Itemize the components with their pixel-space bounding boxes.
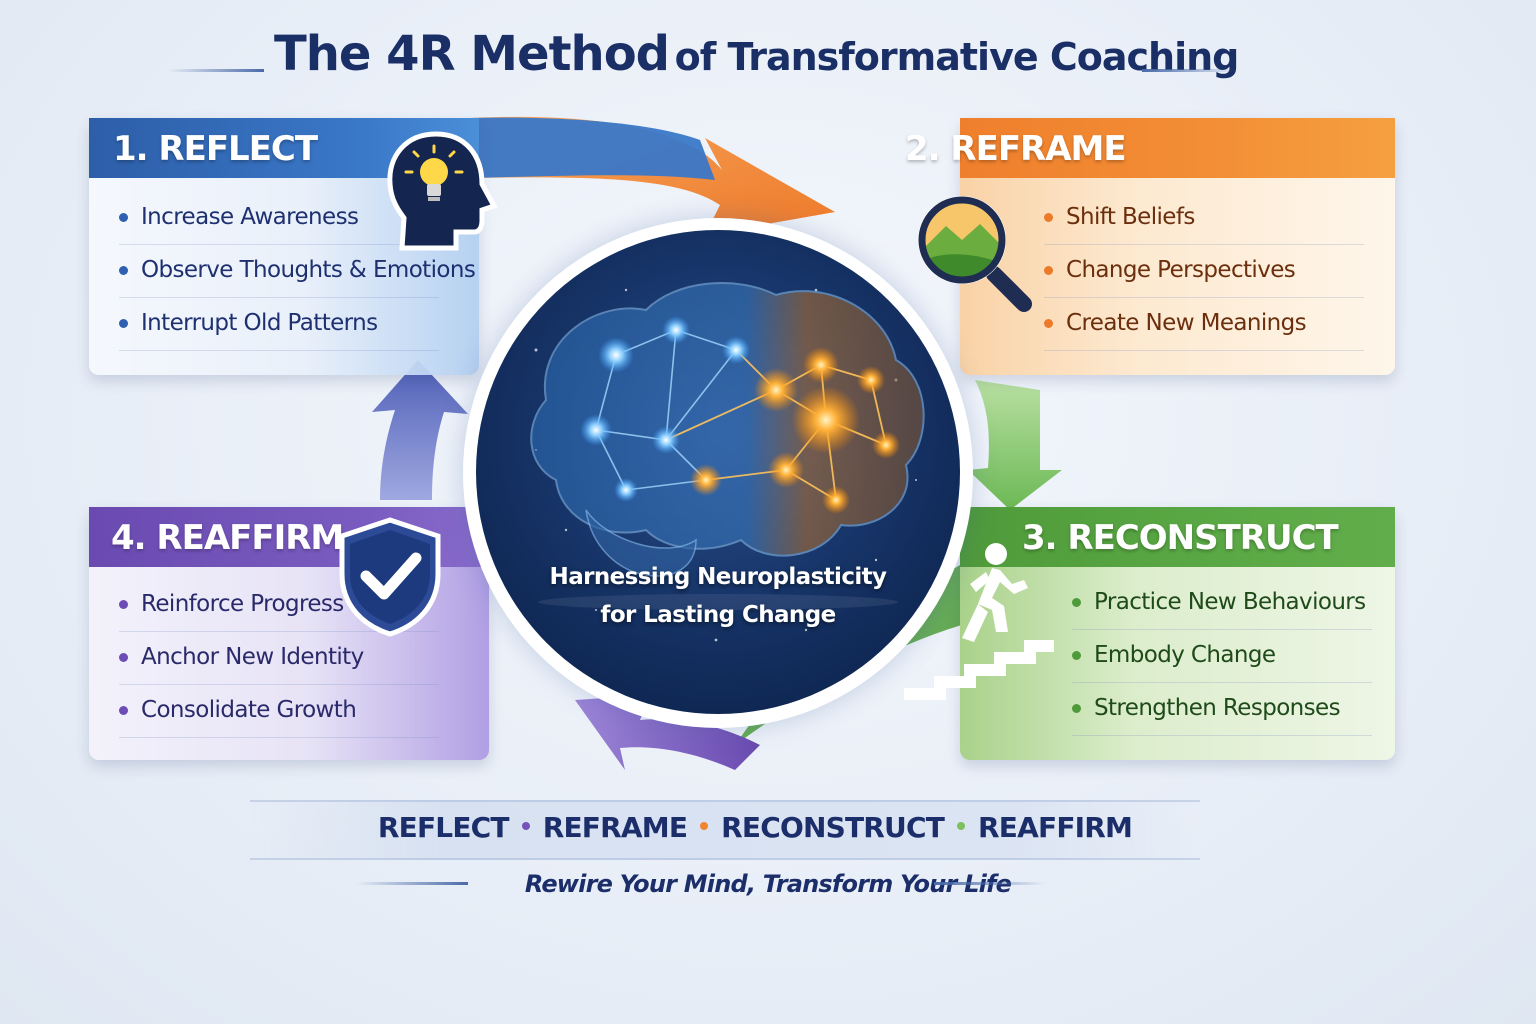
list-item-text: Shift Beliefs	[1066, 204, 1195, 230]
bullet	[1044, 319, 1053, 328]
bullet	[1072, 651, 1081, 660]
step-reconstruct-list: Practice New Behaviours Embody Change St…	[1072, 577, 1372, 736]
list-item: Change Perspectives	[1044, 245, 1364, 298]
bullet	[119, 319, 128, 328]
list-item: Consolidate Growth	[119, 685, 439, 738]
shield-checkmark-icon	[339, 517, 441, 637]
glowing-brain-icon	[530, 282, 925, 642]
step-reframe-panel: 2. REFRAME Shift Beliefs Change Perspect…	[905, 118, 1395, 375]
tagline-divider-right	[934, 882, 1046, 885]
center-caption-line2: for Lasting Change	[600, 602, 836, 628]
list-item-text: Reinforce Progress	[141, 591, 344, 617]
separator-dot	[700, 822, 709, 830]
list-item-text: Create New Meanings	[1066, 310, 1307, 336]
list-item: Strengthen Responses	[1072, 683, 1372, 736]
list-item-text: Strengthen Responses	[1094, 695, 1341, 721]
list-item-text: Anchor New Identity	[141, 644, 364, 670]
bullet	[119, 213, 128, 222]
arrow-reframe-to-reconstruct	[968, 380, 1062, 510]
summary-band	[250, 800, 1200, 860]
list-item: Practice New Behaviours	[1072, 577, 1372, 630]
step-reconstruct-panel: 3. RECONSTRUCT Practice New Behaviours E…	[960, 507, 1395, 760]
summary-word-reflect: REFLECT	[377, 811, 510, 844]
list-item: Embody Change	[1072, 630, 1372, 683]
bullet	[1044, 266, 1053, 275]
bullet	[1072, 598, 1081, 607]
title-main: The 4R Method	[274, 26, 670, 82]
step-reframe-heading-bar: 2. REFRAME	[905, 118, 1395, 178]
step-reaffirm-list: Reinforce Progress Anchor New Identity C…	[119, 579, 439, 738]
summary-word-reaffirm: REAFFIRM	[978, 811, 1133, 844]
title-divider-left	[168, 69, 264, 72]
arrow-reconstruct-to-reaffirm	[575, 695, 760, 770]
magnifying-glass-landscape-icon	[918, 196, 1032, 312]
bullet	[1072, 704, 1081, 713]
separator-dot	[957, 822, 966, 830]
list-item: Reinforce Progress	[119, 579, 439, 632]
list-item-text: Practice New Behaviours	[1094, 589, 1366, 615]
list-item: Create New Meanings	[1044, 298, 1364, 351]
summary-row: REFLECT REFRAME RECONSTRUCT REAFFIRM	[250, 808, 1260, 848]
title-divider-right	[1142, 69, 1238, 72]
bullet	[1044, 213, 1053, 222]
center-caption: Harnessing Neuroplasticity for Lasting C…	[520, 558, 916, 634]
list-item-text: Interrupt Old Patterns	[141, 310, 378, 336]
list-item-text: Increase Awareness	[141, 204, 359, 230]
step-reconstruct-heading-bar: 3. RECONSTRUCT	[960, 507, 1395, 567]
step-reconstruct-heading: 3. RECONSTRUCT	[1022, 518, 1339, 558]
list-item: Anchor New Identity	[119, 632, 439, 685]
step-reframe-heading: 2. REFRAME	[905, 129, 1127, 169]
center-caption-line1: Harnessing Neuroplasticity	[549, 564, 888, 590]
list-item: Observe Thoughts & Emotions	[119, 245, 476, 298]
bullet	[119, 706, 128, 715]
center-circle	[476, 230, 960, 714]
summary-word-reconstruct: RECONSTRUCT	[721, 811, 945, 844]
list-item-text: Observe Thoughts & Emotions	[141, 257, 476, 283]
step-reframe-list: Shift Beliefs Change Perspectives Create…	[1044, 192, 1364, 351]
title-area: The 4R Method of Transformative Coaching	[0, 22, 1536, 92]
separator-dot	[521, 822, 530, 830]
list-item-text: Change Perspectives	[1066, 257, 1296, 283]
tagline-divider-left	[356, 882, 468, 885]
arrow-reaffirm-to-reflect	[372, 360, 468, 500]
bullet	[119, 266, 128, 275]
list-item: Increase Awareness	[119, 192, 439, 245]
list-item-text: Consolidate Growth	[141, 697, 357, 723]
bullet	[119, 600, 128, 609]
summary-word-reframe: REFRAME	[542, 811, 688, 844]
tagline: Rewire Your Mind, Transform Your Life	[524, 870, 1012, 898]
bullet	[119, 653, 128, 662]
list-item: Shift Beliefs	[1044, 192, 1364, 245]
step-reflect-list: Increase Awareness Observe Thoughts & Em…	[119, 192, 476, 351]
list-item-text: Embody Change	[1094, 642, 1276, 668]
person-climbing-stairs-icon	[904, 543, 1054, 700]
head-lightbulb-icon	[387, 131, 498, 251]
list-item: Interrupt Old Patterns	[119, 298, 439, 351]
